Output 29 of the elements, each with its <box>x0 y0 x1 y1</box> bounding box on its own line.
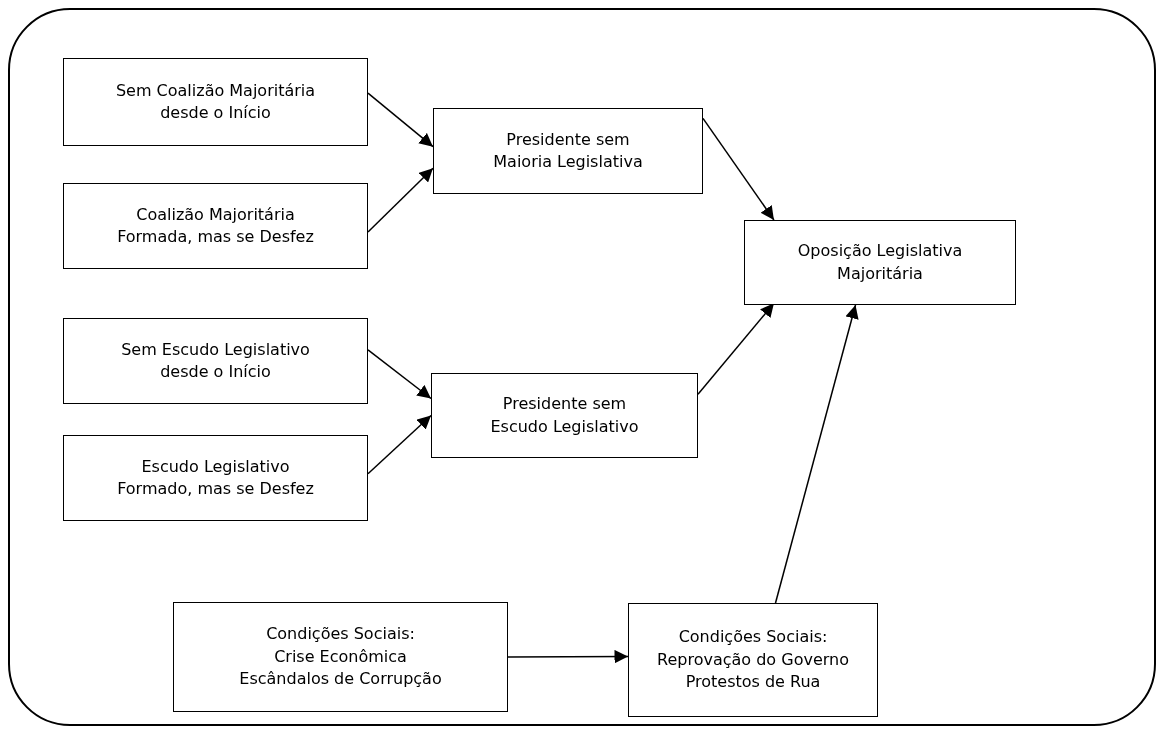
arrow <box>367 92 434 148</box>
box-text: Presidente sem Escudo Legislativo <box>489 393 640 438</box>
box-text: Crise Econômica <box>274 645 407 668</box>
box-text: Condições Sociais: <box>678 626 828 649</box>
process-box <box>63 435 368 521</box>
box-text: Reprovação do Governo <box>657 648 849 671</box>
process-box <box>433 108 703 194</box>
arrow <box>507 649 629 664</box>
arrow <box>367 414 432 475</box>
process-box <box>628 603 878 717</box>
box-text: Sem Escudo Legislativo desde o Início <box>120 338 311 383</box>
arrow <box>702 117 775 221</box>
box-text: Oposição Legislativa Majoritária <box>796 240 964 285</box>
arrow <box>367 349 432 400</box>
process-box <box>63 183 368 269</box>
box-text: Escudo Legislativo Formado, mas se Desfez <box>116 455 315 500</box>
process-box <box>173 602 508 712</box>
process-box <box>63 58 368 146</box>
arrow <box>367 167 434 233</box>
process-box <box>744 220 1016 305</box>
box-text: Protestos de Rua <box>685 671 821 694</box>
process-box <box>431 373 698 458</box>
box-text: Sem Coalizão Majoritária desde o Início <box>114 79 317 124</box>
process-box <box>63 318 368 404</box>
box-text: Condições Sociais: <box>266 623 415 646</box>
box-text: Escândalos de Corrupção <box>239 668 442 691</box>
box-text: Presidente sem Maioria Legislativa <box>492 128 644 173</box>
arrow <box>774 304 859 604</box>
box-text: Coalizão Majoritária Formada, mas se Desfez <box>116 203 315 248</box>
